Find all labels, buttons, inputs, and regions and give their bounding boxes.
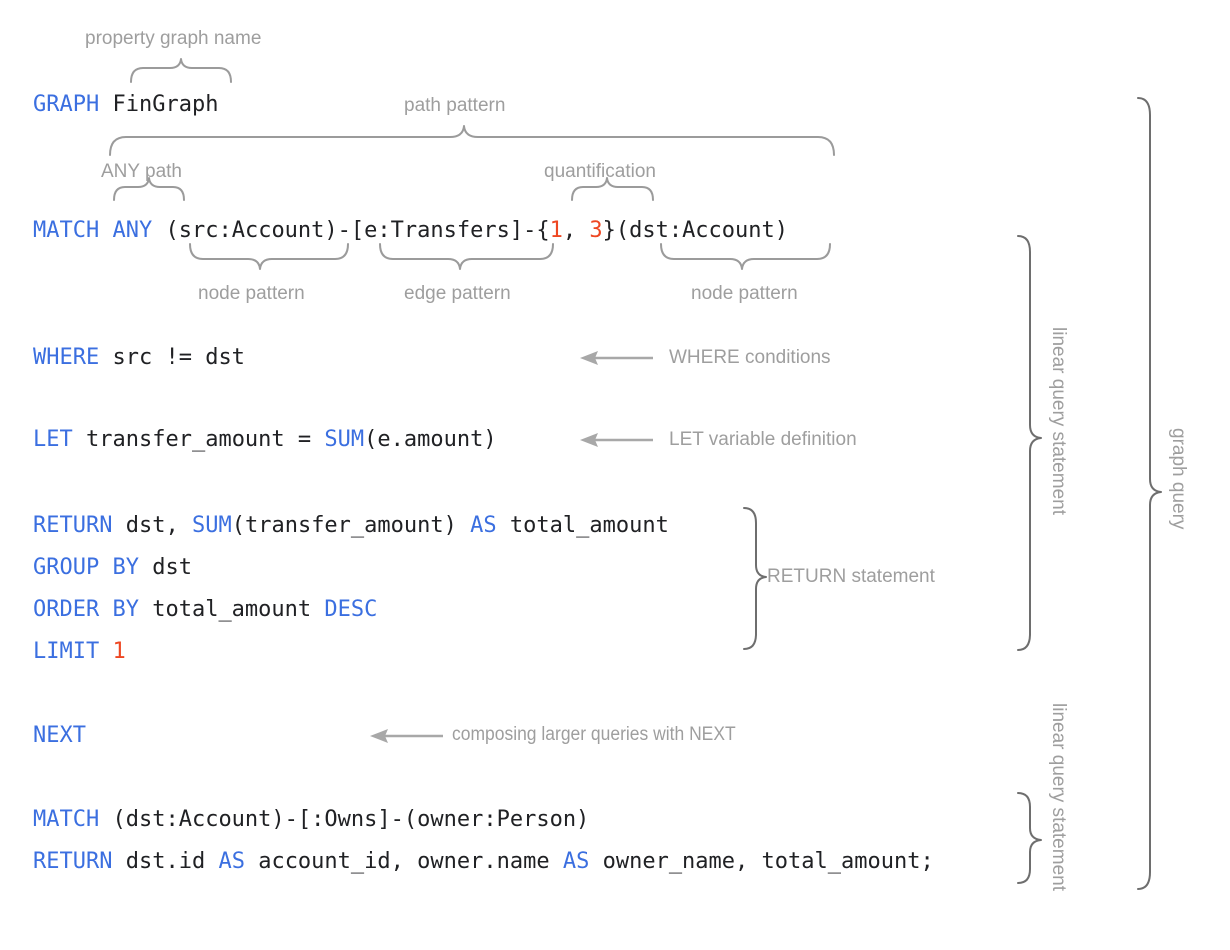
token-keyword: LIMIT: [33, 639, 100, 664]
token-plain: owner_name, total_amount;: [589, 849, 934, 874]
token-plain: (src:Account)-[e:Transfers]-{: [152, 218, 550, 243]
code-line-next: NEXT: [33, 722, 86, 750]
code-line-let: LET transfer_amount = SUM(e.amount): [33, 426, 497, 454]
token-plain: FinGraph: [99, 92, 219, 117]
token-plain: (dst:Account)-[:Owns]-(owner:Person): [99, 807, 590, 832]
brace-node-pattern-left: [189, 243, 349, 270]
token-plain: [99, 639, 112, 664]
token-keyword: SUM: [324, 427, 365, 452]
token-keyword: NEXT: [33, 723, 86, 748]
arrow-composing-with-next: [370, 729, 443, 743]
brace-graph-query: [1137, 97, 1162, 890]
token-keyword: LET: [33, 427, 73, 452]
label-return-statement: RETURN statement: [767, 566, 935, 587]
token-plain: (transfer_amount): [231, 513, 471, 538]
token-keyword: ORDER BY: [33, 597, 139, 622]
token-keyword: RETURN: [33, 849, 113, 874]
token-plain: total_amount: [138, 597, 325, 622]
token-plain: [99, 218, 112, 243]
label-composing-with-next: composing larger queries with NEXT: [452, 724, 736, 745]
code-line-order-by: ORDER BY total_amount DESC: [33, 596, 377, 624]
token-plain: src != dst: [99, 345, 245, 370]
brace-linear-query-statement-1: [1017, 235, 1042, 651]
token-plain: account_id, owner.name: [244, 849, 563, 874]
label-where-conditions: WHERE conditions: [669, 347, 831, 368]
token-keyword: MATCH: [33, 807, 100, 832]
token-keyword: WHERE: [33, 345, 100, 370]
brace-node-pattern-right: [660, 243, 831, 270]
label-linear-query-statement-2: linear query statement: [1048, 703, 1069, 891]
token-keyword: AS: [470, 513, 497, 538]
token-plain: dst: [138, 555, 192, 580]
token-plain: (e.amount): [364, 427, 497, 452]
token-plain: total_amount: [496, 513, 669, 538]
token-keyword: SUM: [191, 513, 232, 538]
token-keyword: AS: [562, 849, 590, 874]
token-number: 3: [589, 218, 603, 243]
token-keyword: RETURN: [33, 513, 113, 538]
code-line-match-2: MATCH (dst:Account)-[:Owns]-(owner:Perso…: [33, 806, 589, 834]
token-plain: }(dst:Account): [602, 218, 789, 243]
token-plain: dst,: [112, 513, 192, 538]
code-line-where: WHERE src != dst: [33, 344, 245, 372]
label-edge-pattern: edge pattern: [404, 283, 511, 304]
label-node-pattern-left: node pattern: [198, 283, 305, 304]
token-number: 1: [549, 218, 563, 243]
token-plain: dst.id: [112, 849, 219, 874]
token-keyword: AS: [218, 849, 245, 874]
label-path-pattern: path pattern: [404, 95, 506, 116]
label-graph-query: graph query: [1168, 428, 1189, 530]
label-let-variable-definition: LET variable definition: [669, 429, 857, 450]
brace-path-pattern: [109, 125, 835, 156]
code-line-graph: GRAPH FinGraph: [33, 91, 218, 119]
arrow-where-conditions: [580, 351, 653, 365]
token-plain: ,: [562, 218, 590, 243]
token-keyword: ANY: [112, 218, 153, 243]
brace-return-statement: [743, 507, 767, 650]
token-keyword: MATCH: [33, 218, 100, 243]
code-line-return-1: RETURN dst, SUM(transfer_amount) AS tota…: [33, 512, 669, 540]
code-line-group-by: GROUP BY dst: [33, 554, 192, 582]
label-quantification: quantification: [544, 161, 656, 182]
brace-property-graph-name: [130, 58, 232, 83]
label-any-path: ANY path: [101, 161, 182, 182]
token-keyword: GROUP BY: [33, 555, 139, 580]
token-keyword: DESC: [324, 597, 378, 622]
label-node-pattern-right: node pattern: [691, 283, 798, 304]
token-keyword: GRAPH: [33, 92, 100, 117]
label-property-graph-name: property graph name: [85, 28, 262, 49]
token-plain: transfer_amount =: [72, 427, 325, 452]
code-line-limit: LIMIT 1: [33, 638, 126, 666]
code-line-match-1: MATCH ANY (src:Account)-[e:Transfers]-{1…: [33, 217, 788, 245]
brace-linear-query-statement-2: [1017, 792, 1042, 884]
code-line-return-2: RETURN dst.id AS account_id, owner.name …: [33, 848, 934, 876]
brace-edge-pattern: [379, 243, 554, 270]
arrow-let-variable-definition: [580, 433, 653, 447]
label-linear-query-statement-1: linear query statement: [1048, 327, 1069, 515]
token-number: 1: [112, 639, 126, 664]
